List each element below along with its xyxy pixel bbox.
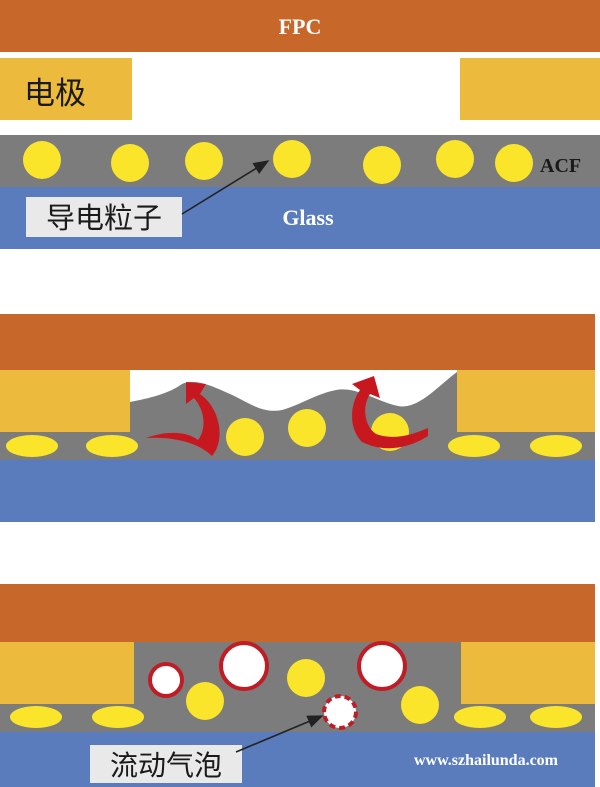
- flow-bubble-label-box: [90, 745, 242, 783]
- bubble-pointer-arrow: [235, 715, 324, 753]
- flattened-particle: [448, 435, 500, 457]
- conductive-particle: [436, 140, 474, 178]
- conductive-particle: [287, 659, 325, 697]
- flowing-air-bubble: [322, 694, 358, 730]
- conductive-particle: [226, 418, 264, 456]
- watermark-text: www.szhailunda.com: [414, 752, 559, 769]
- flattened-particle: [6, 435, 58, 457]
- conductive-particle: [186, 682, 224, 720]
- conductive-particle: [111, 144, 149, 182]
- electrode-left: [0, 642, 134, 704]
- air-bubble: [148, 662, 184, 698]
- flow-arrow-left: [146, 382, 220, 456]
- conductive-particle-label-box: [26, 197, 182, 237]
- flow-arrow-right: [352, 376, 428, 449]
- conductive-particle: [401, 686, 439, 724]
- fpc-label: FPC: [279, 14, 322, 39]
- fpc-layer: [0, 584, 595, 642]
- flow-bubble-label: 流动气泡: [110, 749, 222, 782]
- flattened-particle: [92, 706, 144, 728]
- panel-during-pressing: [0, 314, 595, 522]
- conductive-particle: [495, 144, 533, 182]
- flattened-particle: [86, 435, 138, 457]
- flattened-particles: [6, 435, 582, 457]
- conductive-particle: [288, 409, 326, 447]
- conductive-particle-label: 导电粒子: [46, 201, 162, 235]
- flattened-particles: [10, 706, 582, 728]
- conductive-particle: [185, 142, 223, 180]
- flattened-particle: [530, 706, 582, 728]
- acf-label: ACF: [540, 155, 581, 177]
- air-bubble: [357, 641, 407, 691]
- flattened-particle: [10, 706, 62, 728]
- particle-pointer-arrow: [181, 160, 270, 215]
- air-bubbles: [148, 641, 407, 730]
- glass-label: Glass: [282, 205, 334, 230]
- conductive-particles-row: [23, 140, 533, 184]
- electrode-right: [461, 642, 595, 704]
- flattened-particle: [454, 706, 506, 728]
- panel-before-bonding: FPC 电极 ACF Glass 导电粒子: [0, 0, 600, 249]
- panel-after-bonding: 流动气泡 www.szhailunda.com: [0, 584, 595, 787]
- electrode-left: [0, 370, 130, 432]
- fpc-layer: [0, 314, 595, 370]
- electrode-right: [457, 370, 595, 432]
- fpc-layer: [0, 0, 600, 52]
- conductive-particle: [23, 141, 61, 179]
- conductive-particle: [273, 140, 311, 178]
- electrode-right: [460, 58, 600, 120]
- flattened-particle: [530, 435, 582, 457]
- electrode-left: [0, 58, 132, 120]
- glass-layer: [0, 460, 595, 522]
- electrode-label: 电极: [24, 76, 86, 112]
- air-bubble: [219, 641, 269, 691]
- conductive-particle: [363, 146, 401, 184]
- conductive-particles-row: [186, 659, 439, 724]
